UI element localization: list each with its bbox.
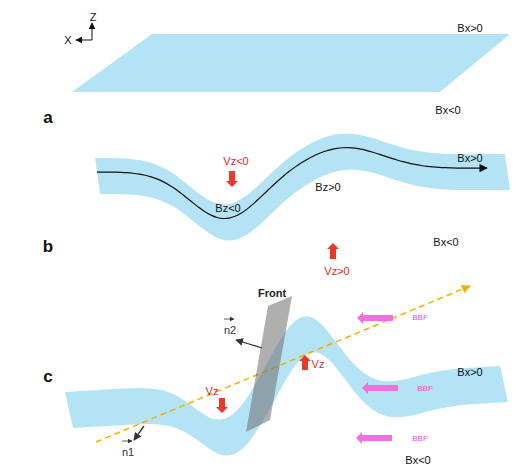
flow-label: BBF xyxy=(412,314,428,323)
velocity-label: Vz xyxy=(206,385,219,397)
current-sheet xyxy=(95,134,510,241)
vector-accent xyxy=(122,441,132,442)
field-label: Bx<0 xyxy=(405,454,430,466)
sheet-surface xyxy=(65,316,508,455)
vector-accent xyxy=(224,319,234,320)
velocity-label: Vz>0 xyxy=(324,265,349,277)
panel-letter: a xyxy=(43,109,52,128)
front-label: Front xyxy=(258,287,286,299)
sheet-surface xyxy=(95,134,510,241)
flow-label: BBF xyxy=(417,385,433,394)
field-label: Bx>0 xyxy=(457,22,482,34)
normal-label: n1 xyxy=(122,446,134,458)
axis-label: X xyxy=(64,34,71,46)
axes xyxy=(76,23,92,40)
flow-label: BBF xyxy=(412,435,428,444)
velocity-arrow xyxy=(356,432,392,444)
field-label: Bx<0 xyxy=(433,236,458,248)
velocity-arrow xyxy=(216,398,228,413)
axis-label: Z xyxy=(90,11,97,23)
front-plane xyxy=(246,296,292,432)
field-label: Bx<0 xyxy=(435,104,460,116)
velocity-arrow xyxy=(357,312,393,324)
field-label: Bx>0 xyxy=(457,152,482,164)
field-label: Bz<0 xyxy=(215,202,240,214)
normal-label: n2 xyxy=(224,324,236,336)
velocity-label: Vz<0 xyxy=(223,155,248,167)
annotations xyxy=(96,148,487,444)
velocity-arrow xyxy=(362,382,398,394)
velocity-arrow xyxy=(226,171,238,187)
normal-vector xyxy=(134,426,144,440)
spacecraft-path xyxy=(96,286,470,442)
velocity-arrow xyxy=(299,355,311,370)
panel-letter: b xyxy=(43,238,53,257)
field-label: Bz>0 xyxy=(315,181,340,193)
velocity-arrow xyxy=(327,243,339,259)
normal-vector xyxy=(236,340,262,348)
velocity-label: Vz xyxy=(312,358,325,370)
field-label: Bx>0 xyxy=(457,366,482,378)
field-line xyxy=(97,148,487,219)
current-sheet xyxy=(65,316,508,455)
current-sheet xyxy=(72,34,510,92)
panel-letter: c xyxy=(43,368,52,387)
